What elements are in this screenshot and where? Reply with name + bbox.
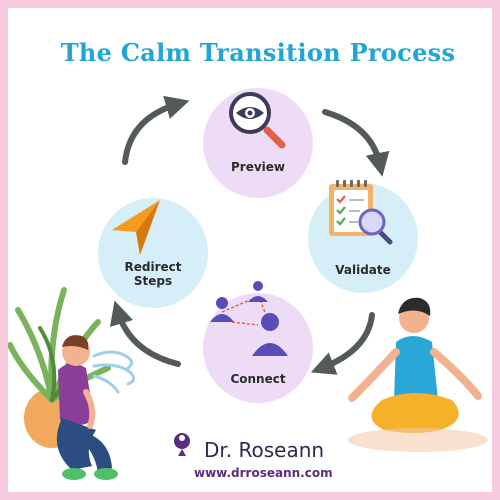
brand-name: Dr. Roseann (204, 438, 325, 462)
process-artwork (8, 92, 488, 480)
connected-people-icon (210, 281, 288, 356)
step-label-preview: Preview (230, 160, 285, 174)
checklist-clipboard-icon (329, 180, 393, 245)
magnifier-eye-icon (229, 92, 286, 149)
cycle-arrow-to-preview (122, 95, 190, 165)
step-label-validate: Validate (335, 263, 391, 277)
step-label-connect: Connect (230, 372, 286, 386)
step-node-connect (203, 293, 313, 403)
brand-url[interactable]: www.drroseann.com (194, 466, 333, 480)
brand-logo-icon (174, 433, 190, 456)
paper-plane-arrow-icon (112, 200, 160, 255)
cycle-arrow-to-connect (310, 312, 375, 375)
cycle-arrow-to-redirect (109, 300, 181, 367)
meditating-person-illustration (348, 297, 488, 452)
step-label-redirect: Redirect Steps (124, 260, 182, 288)
cycle-arrow-to-validate (322, 109, 390, 177)
breathing-person-illustration (56, 335, 135, 480)
page-title: The Calm Transition Process (60, 38, 456, 67)
